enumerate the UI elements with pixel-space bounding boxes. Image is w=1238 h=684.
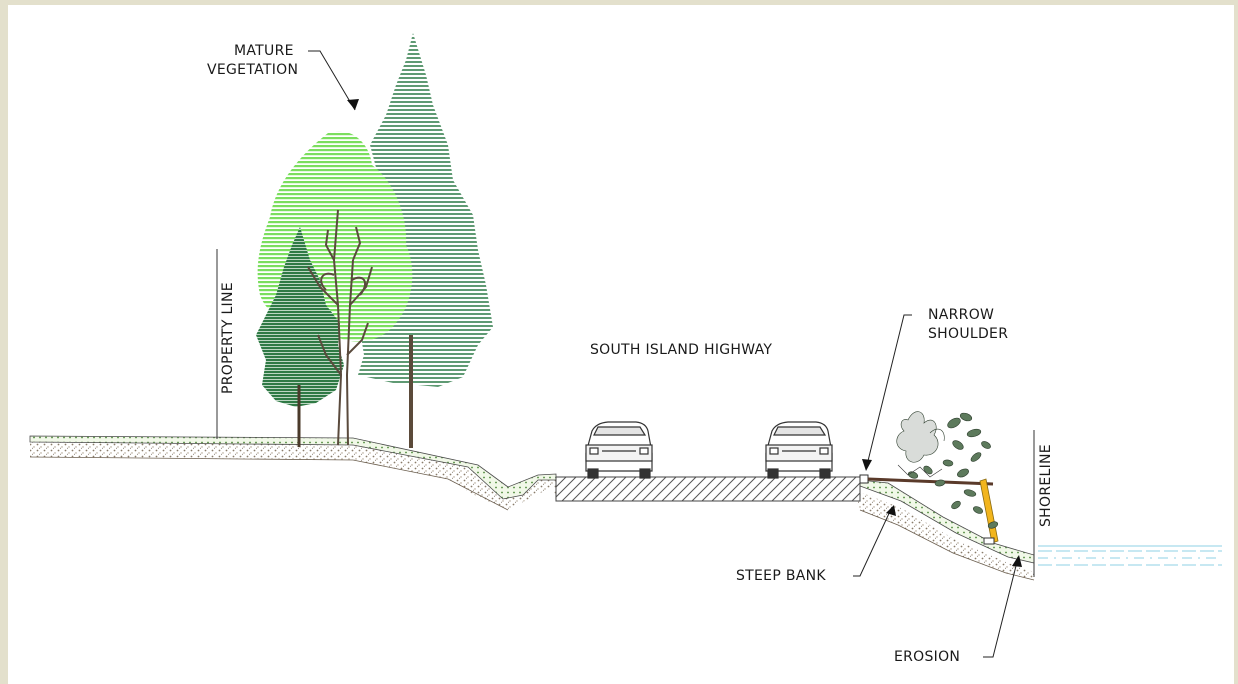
arrowheads xyxy=(347,99,1022,567)
bare-tree xyxy=(307,209,373,446)
ground-profile xyxy=(29,435,1035,581)
grass-strip-bank xyxy=(859,479,1035,564)
label-highway: SOUTH ISLAND HIGHWAY xyxy=(590,342,773,358)
highway-pavement xyxy=(555,476,861,502)
soil-layer xyxy=(30,442,1034,580)
label-mature: MATURE xyxy=(234,43,294,59)
grass-strip-left xyxy=(29,435,557,500)
diagram-canvas: MATURE VEGETATION PROPERTY LINE SOUTH IS… xyxy=(8,5,1234,684)
label-shoulder: SHOULDER xyxy=(928,326,1009,342)
label-vegetation: VEGETATION xyxy=(207,62,299,78)
water-surface xyxy=(1038,545,1222,566)
mature-vegetation xyxy=(256,33,493,448)
label-property-line: PROPERTY LINE xyxy=(220,282,236,394)
car-right xyxy=(765,421,833,479)
label-leaders xyxy=(308,50,1019,658)
label-steep-bank: STEEP BANK xyxy=(736,568,826,584)
dark-conifer-tree xyxy=(256,227,344,407)
car-left xyxy=(585,421,653,479)
label-erosion: EROSION xyxy=(894,649,961,665)
roadside-shrubs xyxy=(896,411,999,529)
label-narrow: NARROW xyxy=(928,307,995,323)
cross-section-drawing xyxy=(29,33,1222,658)
label-shoreline: SHORELINE xyxy=(1038,444,1054,527)
